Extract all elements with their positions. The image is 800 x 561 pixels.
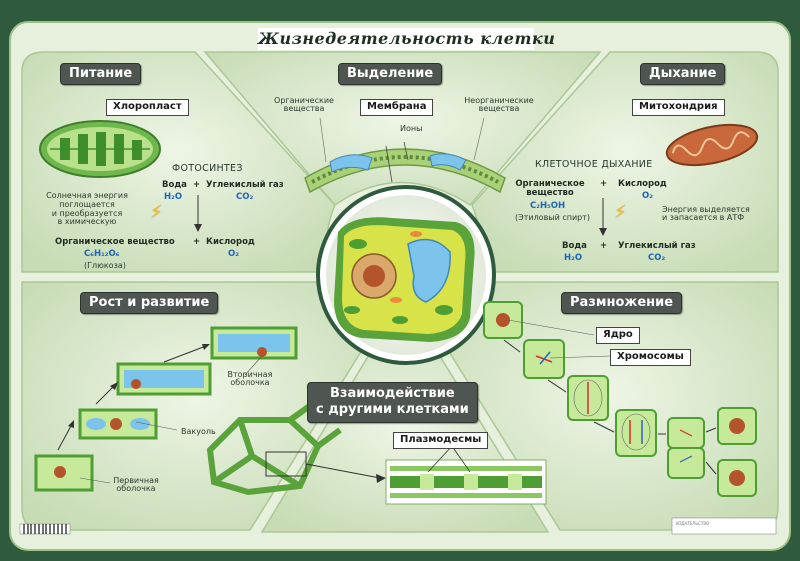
co2-formula: CO₂: [236, 192, 254, 202]
section-nutrition: Питание: [60, 63, 142, 85]
primary-wall-1: Первичная: [113, 476, 159, 485]
organic-matter-1: Органическое: [515, 179, 585, 189]
ethanol-label: (Этиловый спирт): [515, 213, 591, 222]
section-interaction: Взаимодействие с другими клетками: [307, 382, 478, 423]
organic-matter-2: вещество: [526, 187, 574, 198]
solar-energy-note-3: и преобразуется: [51, 208, 123, 218]
ions-label: Ионы: [400, 124, 423, 133]
nucleus-label: Ядро: [596, 327, 640, 344]
vacuole-label: Вакуоль: [181, 427, 216, 436]
inorganic-substances-1: Неорганические: [464, 96, 534, 105]
organic-matter-label: Органическое вещество: [515, 180, 585, 198]
water-formula: H₂O: [564, 253, 583, 263]
organic-substances-label: Органические вещества: [264, 96, 344, 114]
solar-energy-note-4: в химическую: [57, 217, 117, 227]
water-label: Вода: [162, 180, 187, 190]
mitochondrion-label: Митохондрия: [632, 99, 725, 116]
inorganic-substances-2: вещества: [478, 104, 520, 114]
glucose-formula: C₆H₁₂O₆: [84, 249, 120, 259]
oxygen-label: Кислород: [618, 179, 667, 189]
solar-energy-note-1: Солнечная энергия: [46, 191, 128, 200]
secondary-wall-1: Вторичная: [227, 370, 273, 379]
section-interaction-line1: Взаимодействие: [329, 386, 455, 401]
inorganic-substances-label: Неорганические вещества: [456, 96, 542, 114]
plasmodesmata-label: Плазмодесмы: [393, 432, 489, 449]
solar-energy-note-2: поглощается: [59, 199, 115, 209]
organic-substances-1: Органические: [274, 96, 334, 105]
secondary-wall-2: оболочка: [230, 378, 270, 388]
reproduction-illustration: [483, 301, 757, 497]
chromosomes-label: Хромосомы: [610, 349, 691, 366]
section-respiration: Дыхание: [640, 63, 726, 85]
atp-note-1: Энергия выделяется: [662, 205, 750, 214]
co2-label: Углекислый газ: [618, 241, 696, 251]
water-label: Вода: [562, 241, 587, 251]
interaction-illustration: [206, 397, 547, 505]
chloroplast-illustration: [39, 120, 161, 178]
plus-sign: +: [600, 241, 608, 251]
ethanol-formula: C₂H₅OH: [530, 201, 566, 211]
cell-respiration-title: КЛЕТОЧНОЕ ДЫХАНИЕ: [535, 159, 653, 170]
membrane-label: Мембрана: [360, 99, 434, 116]
primary-wall-2: оболочка: [116, 484, 156, 494]
atp-note: Энергия выделяется и запасается в АТФ: [662, 205, 750, 223]
plus-sign: +: [193, 237, 201, 247]
organic-matter-label: Органическое вещество: [55, 237, 175, 247]
primary-wall-label: Первичная оболочка: [108, 476, 164, 494]
water-formula: H₂O: [164, 192, 183, 202]
oxygen-formula: O₂: [228, 249, 239, 259]
section-reproduction: Размножение: [561, 292, 683, 314]
growth-illustration: [34, 326, 298, 492]
co2-label: Углекислый газ: [206, 180, 284, 190]
atp-note-2: и запасается в АТФ: [662, 213, 745, 223]
poster-title: Жизнедеятельность клетки: [258, 28, 556, 50]
plus-sign: +: [600, 179, 608, 189]
glucose-label: (Глюкоза): [84, 261, 126, 270]
oxygen-label: Кислород: [206, 237, 255, 247]
secondary-wall-label: Вторичная оболочка: [222, 370, 278, 388]
panel-excretion: [203, 51, 602, 207]
section-growth: Рост и развитие: [80, 292, 219, 314]
oxygen-formula: O₂: [642, 191, 653, 201]
plus-sign: +: [193, 180, 201, 190]
organic-substances-2: вещества: [283, 104, 325, 114]
lightning-icon: ⚡: [150, 202, 163, 223]
co2-formula: CO₂: [648, 253, 666, 263]
chloroplast-label: Хлоропласт: [106, 99, 189, 116]
lightning-icon: ⚡: [614, 202, 627, 223]
membrane-illustration: [304, 117, 506, 194]
central-cell: [316, 185, 496, 365]
photosynthesis-title: ФОТОСИНТЕЗ: [172, 163, 243, 174]
section-excretion: Выделение: [338, 63, 443, 85]
publisher-fine-print: ИЗДАТЕЛЬСТВО: [676, 521, 710, 526]
solar-energy-note: Солнечная энергия поглощается и преобраз…: [28, 191, 146, 227]
mitochondrion-illustration: [665, 123, 759, 167]
section-interaction-line2: с другими клетками: [316, 402, 469, 418]
